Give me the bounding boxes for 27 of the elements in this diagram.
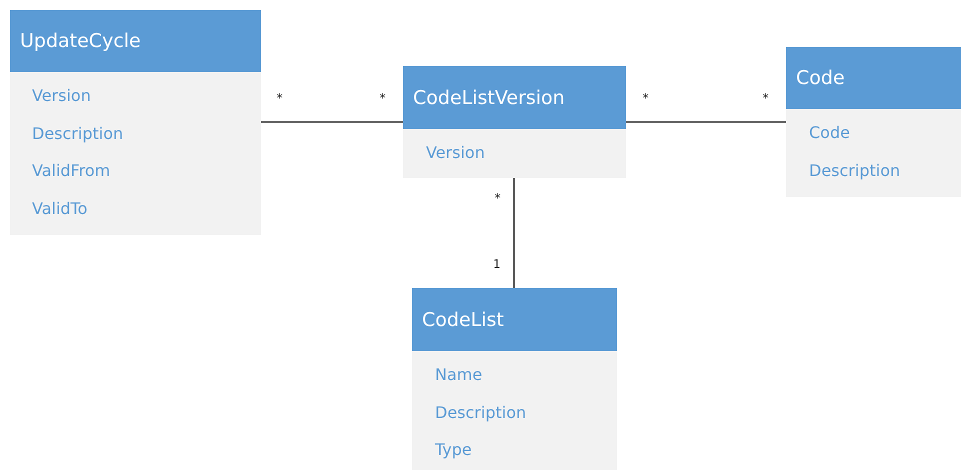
class-name: CodeListVersion [403, 66, 626, 129]
attribute-name: Description [435, 402, 526, 422]
attribute-name: Name [435, 365, 482, 384]
attribute-name: Type [435, 440, 472, 459]
multiplicity-label: 1 [493, 257, 500, 271]
multiplicity-label: * [642, 91, 650, 105]
association-line [513, 178, 515, 288]
class-name: CodeList [412, 288, 617, 351]
class-box [412, 288, 617, 470]
attribute-name: Version [426, 143, 485, 162]
multiplicity-label: * [494, 191, 502, 205]
attribute-name: Description [809, 160, 900, 180]
attribute-name: ValidTo [32, 198, 88, 218]
attribute-name: Code [809, 123, 850, 142]
class-name: Code [786, 47, 961, 109]
multiplicity-label: * [379, 91, 386, 105]
attribute-name: Version [32, 86, 91, 105]
association-line [626, 121, 786, 123]
class-box [10, 10, 261, 235]
class-box [786, 47, 961, 197]
attribute-name: ValidFrom [32, 161, 110, 180]
class-box [403, 66, 626, 178]
multiplicity-label: * [276, 91, 284, 105]
attribute-name: Description [32, 124, 124, 142]
class-name: UpdateCycle [10, 10, 261, 72]
association-line [261, 121, 403, 123]
multiplicity-label: * [762, 91, 770, 105]
